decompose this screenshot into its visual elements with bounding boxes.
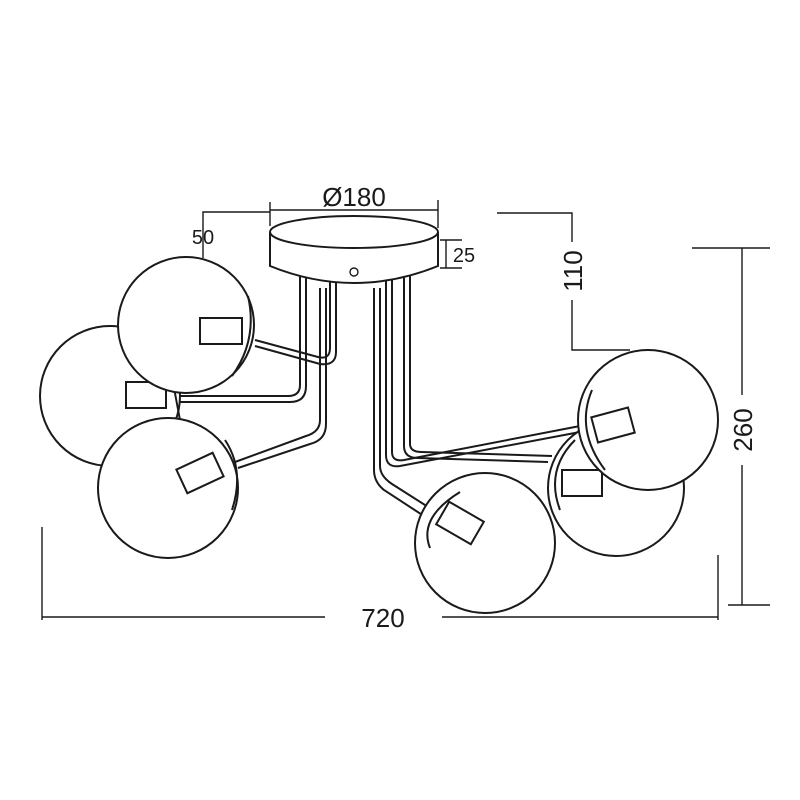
total-width-label: 720 bbox=[361, 603, 404, 633]
dimension-labels: Ø180 50 25 110 260 720 bbox=[192, 182, 758, 633]
canopy-height-label: 25 bbox=[453, 245, 475, 267]
canopy bbox=[269, 215, 439, 284]
globe-2 bbox=[97, 417, 239, 559]
globe-4 bbox=[414, 472, 556, 614]
globe-3 bbox=[117, 256, 255, 394]
globes bbox=[39, 256, 719, 614]
dimension-lines bbox=[41, 200, 770, 620]
globe-6 bbox=[577, 349, 719, 491]
total-height-label: 260 bbox=[728, 408, 758, 451]
canopy-offset-label: 50 bbox=[192, 227, 214, 249]
canopy-diameter-label: Ø180 bbox=[322, 182, 386, 212]
drop-label: 110 bbox=[558, 250, 588, 291]
arms bbox=[170, 262, 581, 521]
